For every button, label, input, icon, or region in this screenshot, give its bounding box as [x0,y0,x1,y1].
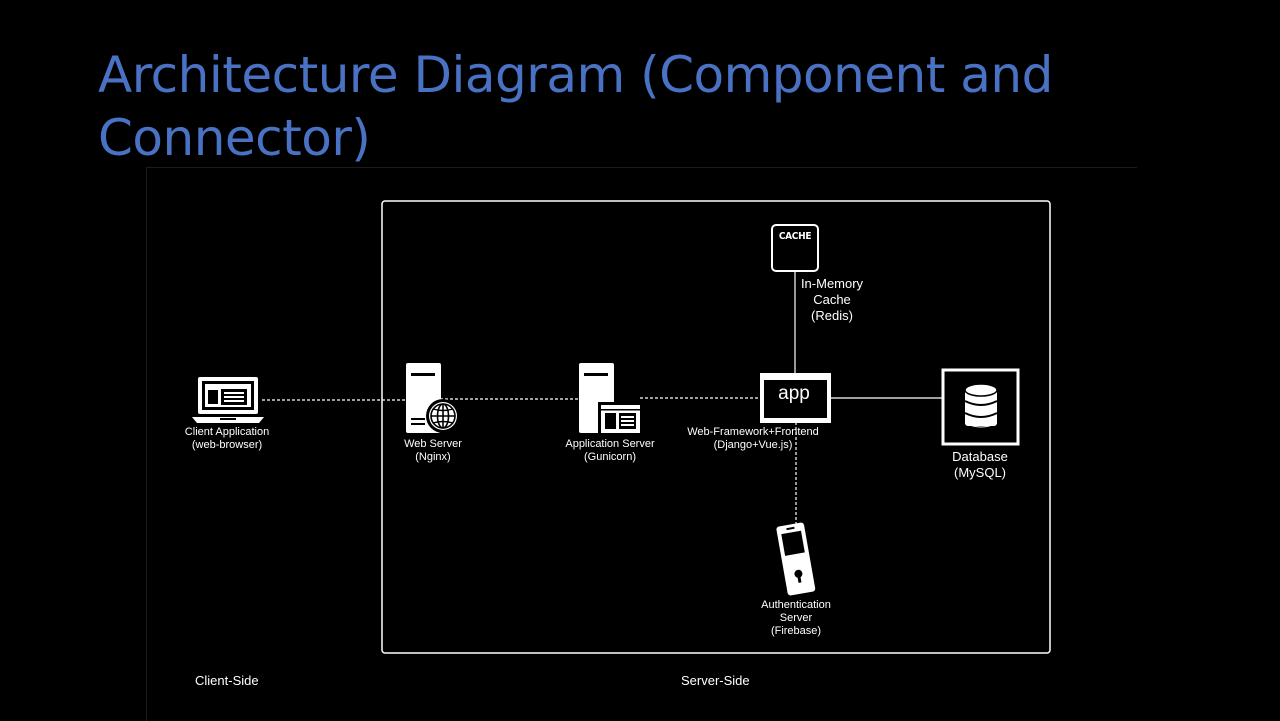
diagram-panel [146,167,1137,721]
web-framework-detail: (Django+Vue.js) [713,439,793,451]
database-detail: (MySQL) [954,465,1006,480]
server-side-boundary [381,200,1051,654]
web-server-globe-icon [406,363,460,433]
client-name: Client Application [184,426,270,438]
application-server-icon [579,363,643,436]
web-server-detail: (Nginx) [415,451,451,463]
auth-line2: Server [779,612,813,624]
client-detail: (web-browser) [191,439,263,451]
web-server-label: Web Server (Nginx) [404,438,462,464]
server-side-label: Server-Side [681,673,750,688]
web-server-name: Web Server [404,438,462,450]
app-icon-text: app [778,383,810,404]
cache-label: In-Memory Cache (Redis) [801,276,863,324]
phone-lock-icon [776,522,816,596]
auth-line3: (Firebase) [770,625,822,637]
database-name: Database [952,449,1008,464]
database-icon [941,368,1020,446]
authentication-server-label: Authentication Server (Firebase) [761,599,831,638]
client-side-label: Client-Side [195,673,259,688]
laptop-browser-icon [192,377,264,423]
application-server-detail: (Gunicorn) [584,451,636,463]
cache-icon-text: CACHE [778,231,812,242]
slide-title: Architecture Diagram (Component and Conn… [98,46,1053,167]
app-window-icon [760,373,831,423]
web-framework-name: Web-Framework+Frontend [687,426,819,438]
cache-line1: In-Memory [800,276,864,291]
cache-icon [771,224,819,272]
auth-line1: Authentication [761,599,831,611]
client-application-label: Client Application (web-browser) [185,426,269,452]
cache-line2: Cache [813,292,851,307]
web-framework-label: Web-Framework+Frontend (Django+Vue.js) [687,426,819,452]
application-server-label: Application Server (Gunicorn) [565,438,654,464]
cache-line3: (Redis) [811,308,853,323]
database-label: Database (MySQL) [952,449,1008,481]
application-server-name: Application Server [565,438,655,450]
